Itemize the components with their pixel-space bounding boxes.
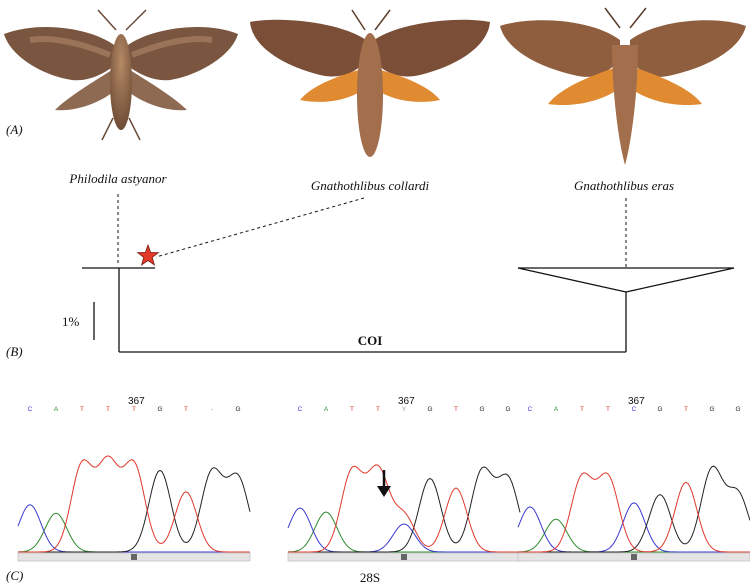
collapsed-clade-triangle [517, 267, 735, 293]
base-call: G [735, 406, 740, 413]
base-call: T [184, 406, 188, 413]
base-call: - [211, 406, 213, 413]
scale-label: 1% [62, 314, 80, 329]
position-label: 367 [128, 396, 145, 407]
position-label: 367 [628, 396, 645, 407]
phylogeny-tree [82, 267, 735, 353]
position-marker [401, 554, 407, 560]
base-call: A [324, 406, 329, 413]
trace-T [518, 472, 750, 553]
base-call: T [80, 406, 84, 413]
base-call: G [157, 406, 162, 413]
chromatogram-gene-label: 28S [360, 570, 380, 585]
base-call: G [479, 406, 484, 413]
trace-G [288, 466, 521, 553]
base-call: T [580, 406, 584, 413]
base-call: G [709, 406, 714, 413]
trace-G [18, 467, 251, 553]
species-label-1: Philodila astyanor [68, 171, 167, 186]
moth-philodila-astyanor [4, 9, 238, 141]
species-label-3: Gnathothlibus eras [574, 178, 674, 193]
trace-T [18, 455, 250, 553]
base-call: G [505, 406, 510, 413]
base-call: T [132, 406, 136, 413]
species-label-2: Gnathothlibus collardi [311, 178, 430, 193]
chromatogram-3: C A T T C G T G G 367 [517, 396, 750, 562]
position-marker [131, 554, 137, 560]
star-marker [136, 243, 160, 266]
base-call: G [657, 406, 662, 413]
tree-gene-label: COI [358, 333, 383, 348]
base-call: T [684, 406, 688, 413]
base-call: G [235, 406, 240, 413]
base-call: C [28, 406, 33, 413]
trace-A [287, 511, 520, 553]
base-call: A [554, 406, 559, 413]
leader-line-2 [155, 197, 365, 258]
base-call: A [54, 406, 59, 413]
panel-label-a: (A) [6, 122, 23, 137]
trace-C [287, 507, 520, 553]
base-call: T [376, 406, 380, 413]
base-call: C [298, 406, 303, 413]
panel-label-b: (B) [6, 344, 23, 359]
panel-label-c: (C) [6, 568, 23, 583]
ambiguity-arrow [377, 470, 391, 497]
moth-gnathothlibus-collardi [250, 9, 490, 157]
base-call: T [106, 406, 110, 413]
base-call: C [528, 406, 533, 413]
base-call: T [350, 406, 354, 413]
position-marker [631, 554, 637, 560]
trace-G [518, 465, 750, 553]
chromatogram-2: C A T T Y G T G G 367 [287, 396, 521, 562]
trace-T [288, 464, 520, 553]
base-call: G [427, 406, 432, 413]
base-call: T [606, 406, 610, 413]
position-label: 367 [398, 396, 415, 407]
trace-C [517, 502, 750, 553]
moth-gnathothlibus-eras [500, 7, 746, 165]
base-call: T [454, 406, 458, 413]
base-call: C [632, 406, 637, 413]
trace-C [17, 504, 250, 553]
base-call: Y [402, 406, 407, 413]
chromatogram-1: C A T T T G T - G 367 [17, 396, 251, 562]
